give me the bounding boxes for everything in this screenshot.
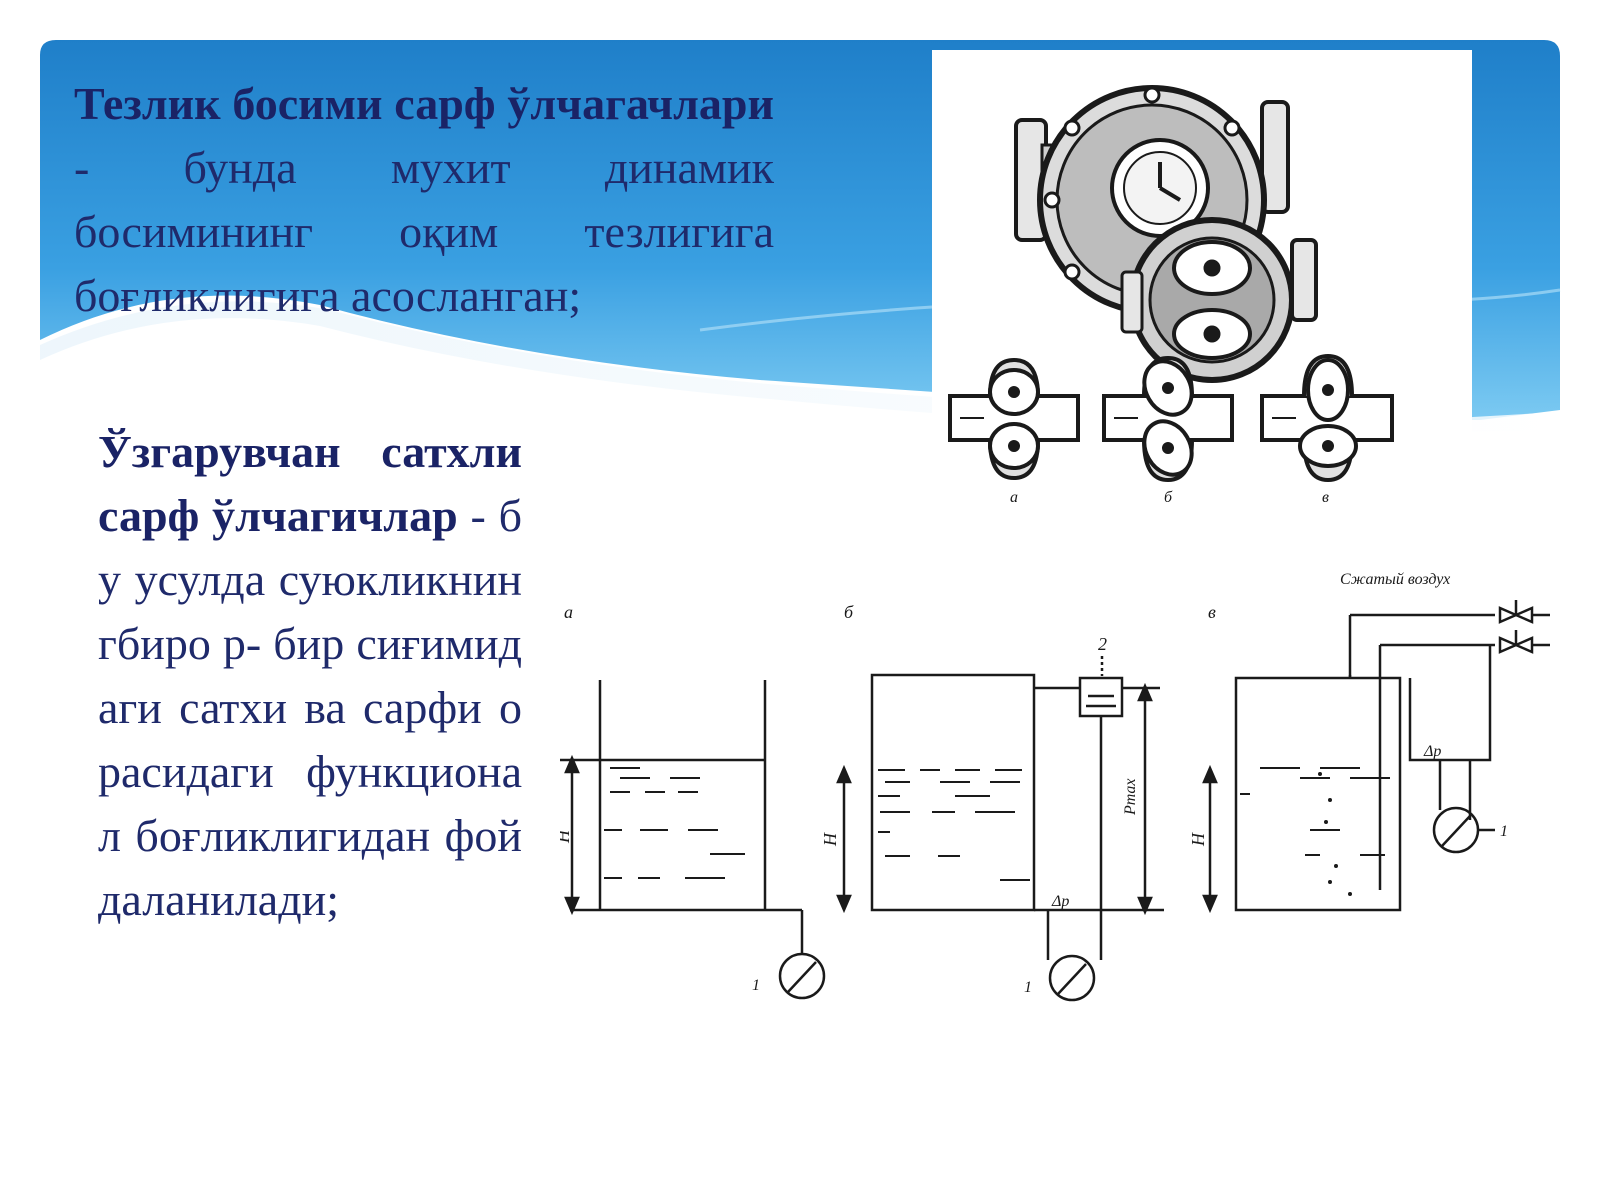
level-meter-drawing: а б в H 1 xyxy=(553,571,1550,1002)
level-meter-schematics: а б в H 1 xyxy=(553,560,1590,1040)
scheme-a-height-label: H xyxy=(560,829,573,844)
scheme-label-a: а xyxy=(564,602,573,622)
meter-body xyxy=(1014,85,1318,383)
gear-label-c: в xyxy=(1322,489,1329,506)
scheme-a-gauge-number: 1 xyxy=(752,977,760,994)
oval-gear-meter-figure: а б в xyxy=(932,50,1472,520)
gear-label-b: б xyxy=(1164,489,1173,506)
scheme-c: H Δp 1 Сжатый возду xyxy=(1188,571,1550,914)
paragraph-variable-level-meters: Ўзгарувчан сатхли сарф ўлчагичлар - бу у… xyxy=(98,420,522,932)
scheme-c-compressed-air-label: Сжатый воздух xyxy=(1340,571,1450,588)
scheme-a: H 1 xyxy=(553,680,826,1000)
wave-highlight xyxy=(40,301,1560,432)
scheme-b-pmax-label: Pmax xyxy=(1122,779,1139,816)
gear-label-a: а xyxy=(1010,489,1018,506)
scheme-c-gauge-number: 1 xyxy=(1500,823,1508,840)
paragraph-velocity-pressure-meters: Тезлик босими сарф ўлчагачлари - бунда м… xyxy=(74,72,774,328)
scheme-b-gauge-number: 1 xyxy=(1024,979,1032,996)
term-separator: - xyxy=(457,490,499,541)
scheme-b-dp-label: Δp xyxy=(1051,893,1069,910)
term-variable-level-meters: Ўзгарувчан сатхли сарф ўлчагичлар xyxy=(98,426,522,541)
gear-position-a xyxy=(948,357,1080,481)
scheme-label-c: в xyxy=(1208,602,1216,622)
scheme-c-height-label: H xyxy=(1188,832,1208,847)
term-velocity-pressure-meters: Тезлик босими сарф ўлчагачлари xyxy=(74,78,774,129)
scheme-b-height-label: H xyxy=(820,832,840,847)
scheme-a-pressure-gauge xyxy=(778,952,826,1000)
gear-position-b xyxy=(1102,355,1234,483)
scheme-b-vessel-number: 2 xyxy=(1098,634,1107,654)
scheme-label-b: б xyxy=(844,602,854,622)
definition-velocity-pressure-meters: бунда мухит динамик босимининг оқим тезл… xyxy=(74,142,774,321)
gear-position-c xyxy=(1260,353,1394,483)
term-separator: - xyxy=(74,142,184,193)
scheme-b-diff-gauge xyxy=(1048,954,1096,1002)
definition-variable-level-meters: бу усулда суюкликнингбиро р- бир сиғимид… xyxy=(98,490,522,925)
scheme-c-dp-label: Δp xyxy=(1423,743,1441,760)
oval-gear-meter-drawing: а б в xyxy=(948,85,1394,506)
scheme-c-valves xyxy=(1498,600,1550,654)
scheme-b: 2 Pmax H Δp xyxy=(820,634,1164,1002)
